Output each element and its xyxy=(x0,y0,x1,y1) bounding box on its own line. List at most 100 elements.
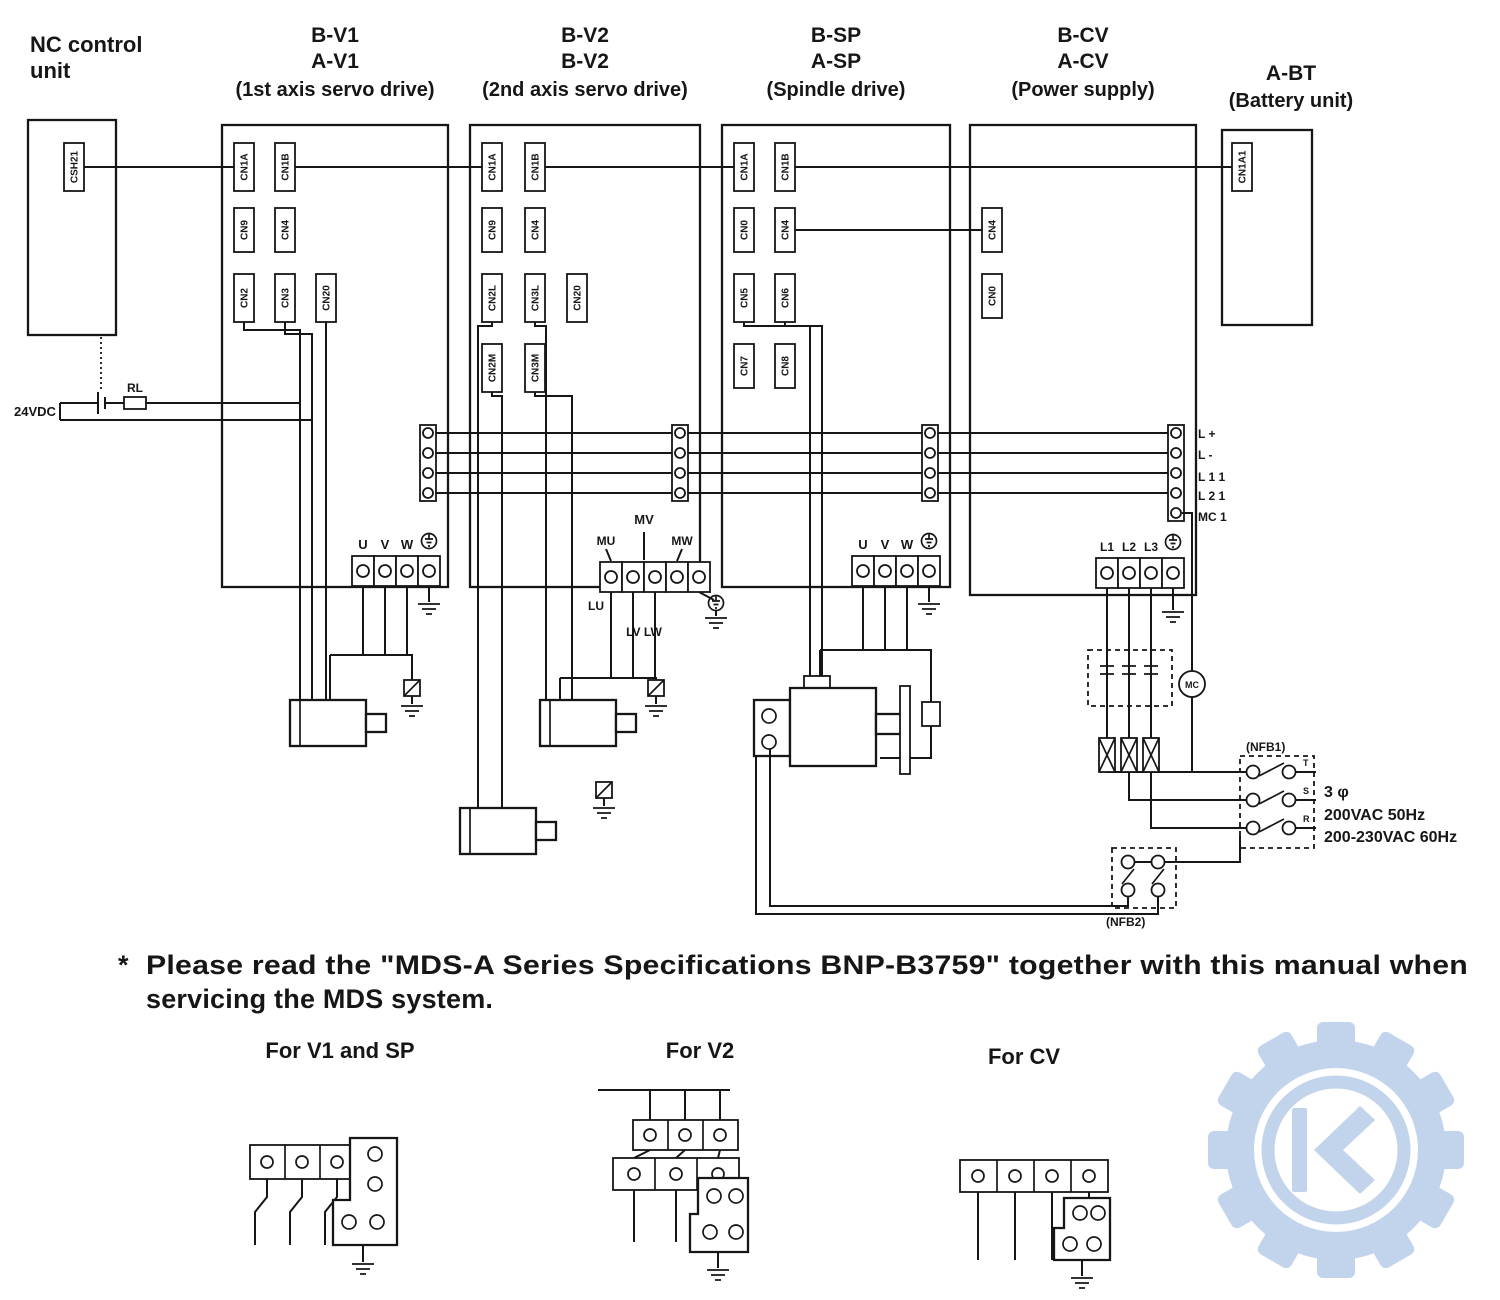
detail-b-terminal xyxy=(678,1128,692,1142)
connector-sp-cn8-label: CN8 xyxy=(781,356,792,376)
capacitor-symbols xyxy=(1100,665,1158,675)
sp-wires xyxy=(743,322,932,759)
nfb1-box xyxy=(1239,755,1315,849)
footnote-line2: servicing the MDS system. xyxy=(146,984,493,1014)
v2-terminal-mu: MU xyxy=(597,534,616,548)
connector-v2-cn4 xyxy=(524,207,546,253)
connector-v1-cn2-label: CN2 xyxy=(240,288,251,308)
connector-sp-cn7-label: CN7 xyxy=(740,356,751,376)
v2-terminal-cell xyxy=(665,561,689,593)
connector-cv-cn4-label: CN4 xyxy=(988,220,999,240)
mains-voltage-50hz: 200VAC 50Hz xyxy=(1324,807,1425,824)
v2-terminal-cell xyxy=(599,561,623,593)
v2-ground-icon-2 xyxy=(644,705,668,717)
v1-terminal-cell xyxy=(417,555,441,587)
sp-pulley-bar xyxy=(899,685,911,775)
cv-ground-icon xyxy=(1161,611,1185,623)
detail-v2-title: For V2 xyxy=(666,1038,734,1063)
sp-spindle-motor-body xyxy=(788,686,878,768)
phase-t-label: T xyxy=(1303,758,1309,768)
detail-c-plate-hole xyxy=(1086,1236,1102,1252)
capacitor-box xyxy=(1087,649,1173,707)
detail-b-plate-hole xyxy=(706,1188,722,1204)
connector-v1-cn4 xyxy=(274,207,296,253)
connector-v2-cn2l-label: CN2L xyxy=(488,285,499,311)
bus-label-l21: L 2 1 xyxy=(1198,489,1225,503)
connector-v1-cn4-label: CN4 xyxy=(281,220,292,240)
v2-servo-motor-2 xyxy=(458,806,558,856)
nfb2-pole xyxy=(1150,854,1166,870)
detail-c-earth-plate xyxy=(1052,1196,1112,1262)
cv-terminal-cell xyxy=(1117,557,1141,589)
bus-label-l11: L 1 1 xyxy=(1198,470,1225,484)
unit-sp: B-SP A-SP (Spindle drive) CN1A CN1B CN0 … xyxy=(720,24,952,775)
sp-terminal-cell xyxy=(895,555,919,587)
detail-c-plate-hole xyxy=(1062,1236,1078,1252)
fuse-block-2 xyxy=(1120,737,1138,773)
connector-sp-cn6-label: CN6 xyxy=(781,288,792,308)
connector-v2-cn3l-label: CN3L xyxy=(531,285,542,311)
nc-title-line1: NC control xyxy=(30,32,142,57)
cv-unit-box xyxy=(968,123,1198,597)
detail-a-terminal xyxy=(260,1155,274,1169)
mains-section: MC (NFB1) T S R 3 φ 200VAC 50Hz 200-230V… xyxy=(755,512,1457,929)
cv-wires xyxy=(1106,588,1246,829)
nfb1-label: (NFB1) xyxy=(1246,740,1285,754)
v2-ground-plate-slash xyxy=(647,679,665,697)
connector-sp-cn5-label: CN5 xyxy=(740,288,751,308)
detail-b-row1 xyxy=(632,1119,739,1151)
v1-terminal-cell xyxy=(351,555,375,587)
v1-header-2: A-V1 xyxy=(311,50,359,73)
dc24v-battery-icon xyxy=(97,392,106,414)
detail-b-plate-hole xyxy=(702,1224,718,1240)
v1-terminal-cell xyxy=(395,555,419,587)
cv-header-2: A-CV xyxy=(1057,50,1108,73)
detail-v1-sp-title: For V1 and SP xyxy=(265,1038,414,1063)
unit-cv: B-CV A-CV (Power supply) CN4 CN0 L1 L2 L… xyxy=(968,24,1246,829)
v1-unit-box xyxy=(220,123,450,589)
connector-v1-cn3-label: CN3 xyxy=(281,288,292,308)
gear-ring xyxy=(1261,1075,1411,1225)
v2-terminal-mw: MW xyxy=(671,534,693,548)
bus-bars xyxy=(428,432,1176,494)
sp-header-1: B-SP xyxy=(811,24,861,47)
nfb1-pole xyxy=(1245,820,1261,836)
connector-sp-cn0-label: CN0 xyxy=(740,220,751,240)
detail-a-terminal xyxy=(295,1155,309,1169)
nc-control-unit: NC control unit CSH21 xyxy=(26,32,142,337)
connector-v2-cn9 xyxy=(481,207,503,253)
mc-wires xyxy=(1182,512,1193,772)
sp-terminal-cell xyxy=(917,555,941,587)
v2-wires xyxy=(477,322,717,808)
nfb2-wires xyxy=(755,749,1241,915)
mains-voltage-60hz: 200-230VAC 60Hz xyxy=(1324,829,1457,846)
sp-terminal-u: U xyxy=(858,537,867,552)
fuse-block-3 xyxy=(1142,737,1160,773)
v2-terminal-lu: LU xyxy=(588,599,604,613)
v1-wires xyxy=(243,322,430,704)
detail-b-terminal xyxy=(643,1128,657,1142)
cv-header-1: B-CV xyxy=(1057,24,1108,47)
connector-csh21-label: CSH21 xyxy=(70,150,81,183)
connector-v2-cn2m-label: CN2M xyxy=(488,354,499,382)
bus-terminal-block-v2 xyxy=(671,424,689,502)
bt-header-1: A-BT xyxy=(1266,62,1316,85)
sp-terminal-w: W xyxy=(901,537,914,552)
cv-terminal-cell xyxy=(1139,557,1163,589)
connector-sp-cn1a-label: CN1A xyxy=(740,153,751,180)
v2-ground-plate-2-slash xyxy=(595,781,613,799)
v2-earth-terminal-icon xyxy=(707,594,725,612)
sp-terminal-cell xyxy=(851,555,875,587)
detail-cv: For CV xyxy=(959,1044,1112,1289)
cv-terminal-cell xyxy=(1161,557,1185,589)
sp-terminal-v: V xyxy=(881,537,890,552)
footnote: * Please read the "MDS-A Series Specific… xyxy=(118,950,1468,1014)
connector-sp-cn1b-label: CN1B xyxy=(781,153,792,180)
sp-thermal-unit xyxy=(921,701,941,727)
detail-b-terminal xyxy=(669,1167,683,1181)
nfb2-pole xyxy=(1150,882,1166,898)
detail-a-plate-hole xyxy=(341,1214,357,1230)
logo-k-bar xyxy=(1292,1108,1307,1192)
detail-a-earth-plate xyxy=(331,1136,399,1247)
